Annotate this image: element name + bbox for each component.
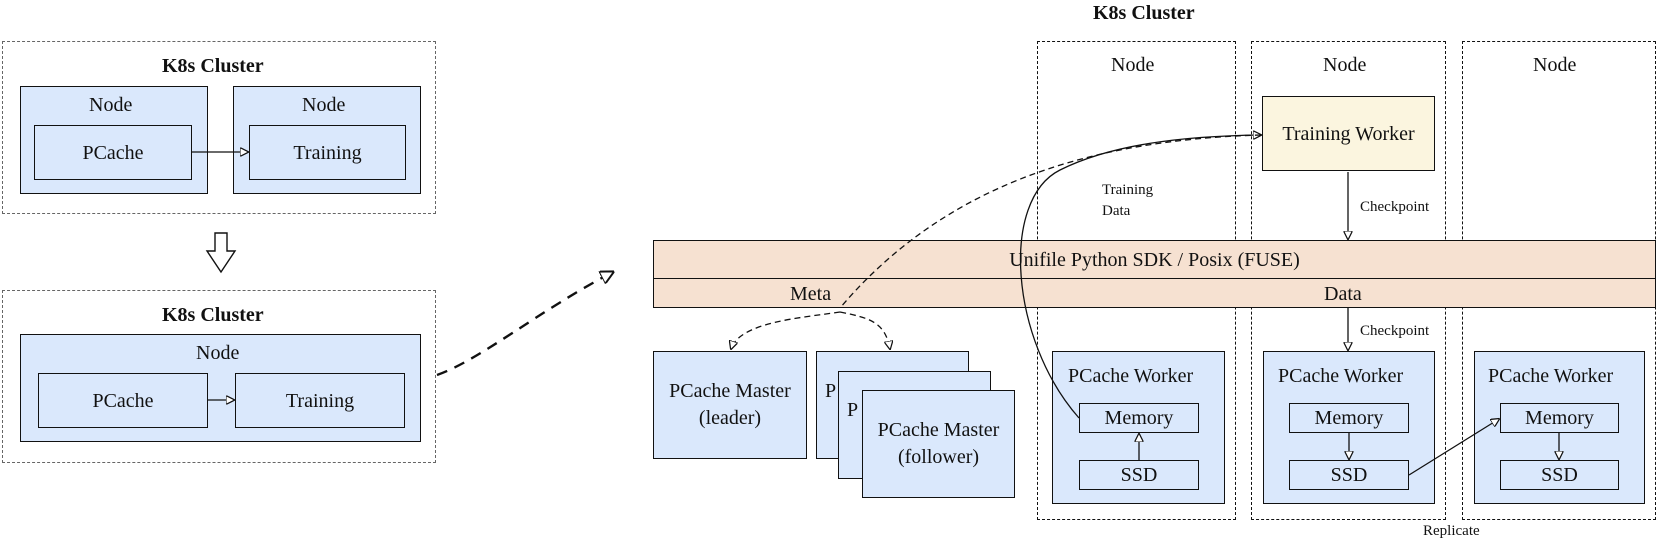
left-bottom-cluster-title: K8s Cluster <box>162 304 264 326</box>
sdk-meta-label: Meta <box>790 283 832 305</box>
follower-line1: PCache Master <box>877 419 1000 441</box>
right-cluster-title: K8s Cluster <box>1093 2 1195 24</box>
worker-2-memory-label: Memory <box>1314 407 1384 429</box>
left-bottom-pcache-label: PCache <box>92 389 154 412</box>
edge-training-data <box>1019 135 1261 419</box>
stack-peek-back: P <box>825 380 837 402</box>
sdk-bar: Unifile Python SDK / Posix (FUSE) <box>653 240 1656 279</box>
worker-3-memory: Memory <box>1500 403 1619 433</box>
left-bottom-pcache-box: PCache <box>38 373 208 428</box>
follower-line2: (follower) <box>897 446 980 468</box>
left-top-cluster <box>2 41 436 214</box>
edge-left-to-right-dashed <box>436 272 613 377</box>
training-worker-label: Training Worker <box>1282 122 1415 145</box>
left-top-pcache-box: PCache <box>34 125 192 180</box>
left-bottom-node-title: Node <box>196 342 240 364</box>
leader-line1: PCache Master <box>669 380 791 402</box>
left-top-pcache-label: PCache <box>82 141 144 164</box>
stack-peek-mid: P <box>847 399 859 421</box>
worker-3-ssd-label: SSD <box>1541 464 1578 486</box>
training-data-label-line2: Data <box>1102 203 1131 219</box>
worker-2-ssd: SSD <box>1289 460 1409 490</box>
left-bottom-cluster <box>2 290 436 463</box>
left-top-cluster-title: K8s Cluster <box>162 55 264 77</box>
worker-1-memory: Memory <box>1079 403 1199 433</box>
checkpoint-label-top: Checkpoint <box>1360 199 1430 215</box>
edge-meta-to-follower <box>839 311 890 349</box>
worker-3-memory-label: Memory <box>1525 407 1594 429</box>
worker-2-ssd-label: SSD <box>1330 464 1368 486</box>
pcache-master-follower: PCache Master (follower) <box>862 390 1015 498</box>
replicate-label: Replicate <box>1423 523 1480 539</box>
left-bottom-training-box: Training <box>235 373 405 428</box>
sdk-data-label: Data <box>1324 283 1362 305</box>
checkpoint-label-bottom: Checkpoint <box>1360 323 1430 339</box>
edge-replicate <box>1408 419 1499 476</box>
right-node-2-title: Node <box>1323 54 1367 76</box>
right-node-1-title: Node <box>1111 54 1155 76</box>
pcache-master-leader: PCache Master (leader) <box>653 351 807 459</box>
worker-1-ssd: SSD <box>1079 460 1199 490</box>
sdk-title: Unifile Python SDK / Posix (FUSE) <box>1009 248 1300 271</box>
left-top-training-box: Training <box>249 125 406 180</box>
left-top-node-a-title: Node <box>89 94 133 116</box>
worker-1-ssd-label: SSD <box>1120 464 1158 486</box>
worker-3-ssd: SSD <box>1500 460 1619 490</box>
left-bottom-training-label: Training <box>285 389 355 412</box>
training-data-label-line1: Training <box>1102 182 1154 198</box>
pcache-worker-3-title: PCache Worker <box>1488 365 1614 387</box>
left-top-training-label: Training <box>293 141 362 164</box>
left-top-node-b-title: Node <box>302 94 346 116</box>
transition-down-arrow <box>205 232 237 274</box>
leader-line2: (leader) <box>698 407 762 429</box>
sdk-meta-data-bar <box>653 278 1656 308</box>
pcache-worker-2-title: PCache Worker <box>1278 365 1404 387</box>
worker-1-memory-label: Memory <box>1104 407 1174 429</box>
edge-meta-dashed <box>839 134 1262 309</box>
training-worker-box: Training Worker <box>1262 96 1435 171</box>
worker-2-memory: Memory <box>1289 403 1409 433</box>
edge-meta-to-leader <box>731 311 841 349</box>
pcache-worker-1-title: PCache Worker <box>1068 365 1194 387</box>
right-node-3-title: Node <box>1533 54 1577 76</box>
